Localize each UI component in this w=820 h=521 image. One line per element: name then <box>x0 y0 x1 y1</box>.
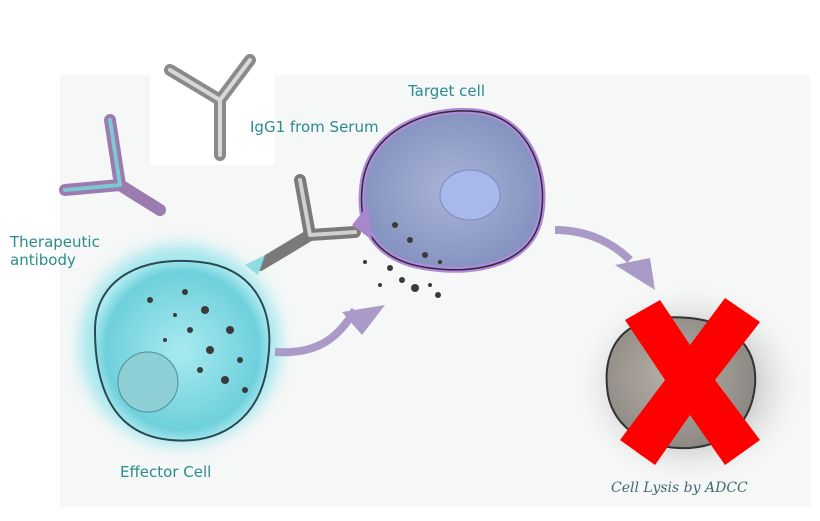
igg1-label: IgG1 from Serum <box>250 118 379 136</box>
bound-antibody <box>245 174 361 275</box>
arrow-target-to-lysis <box>554 226 655 290</box>
released-granules <box>363 222 442 298</box>
igg1-antibody <box>150 45 275 165</box>
target-cell <box>352 107 546 298</box>
target-nucleus <box>439 169 501 221</box>
effector-cell <box>80 245 280 445</box>
granules <box>147 289 248 393</box>
therapeutic-antibody-shape <box>59 114 166 216</box>
target-cell-label: Target cell <box>408 82 485 100</box>
cell-lysis-label: Cell Lysis by ADCC <box>611 480 748 496</box>
effector-nucleus <box>117 351 179 413</box>
arrow-effector-to-target <box>274 305 385 357</box>
therapeutic-antibody-label: Therapeutic antibody <box>10 233 100 269</box>
cross-icon <box>620 298 760 465</box>
effector-cell-label: Effector Cell <box>120 463 212 481</box>
